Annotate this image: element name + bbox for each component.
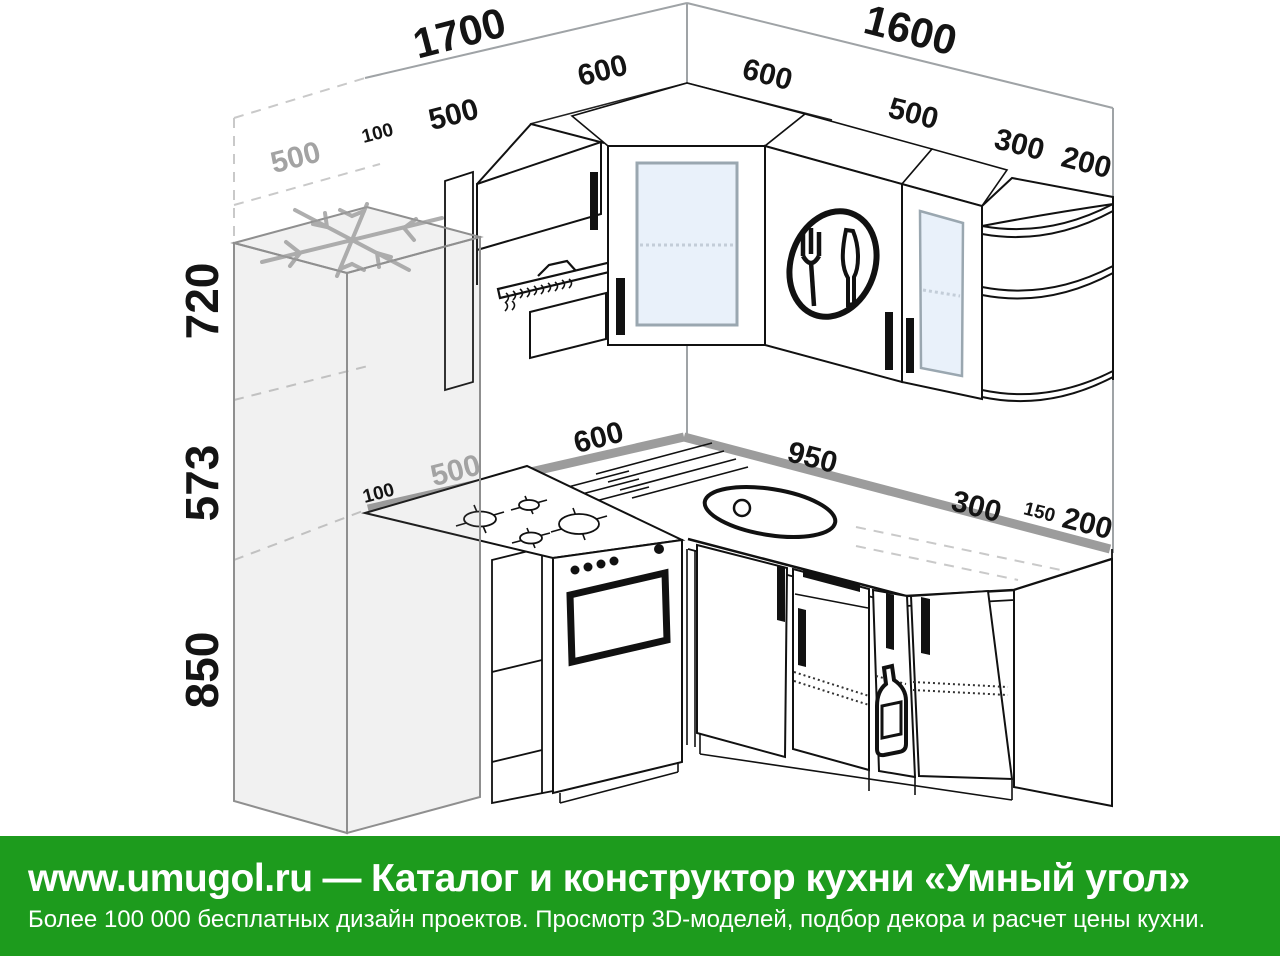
backsplash-strip-right (682, 432, 1112, 554)
open-shelf-unit (491, 543, 554, 805)
dim-up-600-right: 600 (739, 53, 796, 97)
door-handle (906, 318, 914, 373)
sink-drain (732, 498, 752, 518)
fridge (230, 202, 484, 835)
corner-base-cabinet (909, 589, 1014, 781)
dim-up-200: 200 (1058, 141, 1115, 185)
glass-wall-cabinet (900, 148, 1009, 401)
banner-subtitle: Более 100 000 бесплатных дизайн проектов… (28, 906, 1206, 934)
sink (702, 485, 838, 539)
dim-up-500-right: 500 (885, 92, 942, 136)
base-cabinets (686, 543, 1113, 808)
end-side-panel (1013, 557, 1113, 808)
dishes-wall-cabinet (763, 113, 934, 384)
dim-850: 850 (176, 632, 228, 709)
glass-door (635, 161, 739, 327)
door-handle (885, 312, 893, 370)
dim-up-100: 100 (360, 120, 396, 148)
bottle-cabinet (871, 588, 917, 779)
sink-base-cabinet (696, 543, 789, 759)
banner-title: Каталог и конструктор кухни «Умный угол» (371, 857, 1190, 901)
filler-panel-upper (444, 170, 474, 392)
hood-cabinet (476, 123, 653, 360)
door-handle (777, 565, 785, 622)
dishwasher-cabinet (792, 567, 870, 772)
site-url: www.umugol.ru (28, 857, 313, 901)
diagram-svg: 1700 1600 600 500 100 500 600 500 300 20… (176, 0, 1116, 835)
door-handle (616, 278, 625, 335)
dim-up-300: 300 (991, 123, 1048, 167)
dim-fridge-500-top: 500 (267, 136, 324, 180)
dim-up-600-left: 600 (574, 49, 631, 93)
stove-knobs (570, 544, 664, 575)
upper-cabinets (444, 82, 1114, 402)
oven-door (566, 568, 671, 667)
corner-wall-cabinet (570, 82, 807, 346)
bottle-icon (875, 663, 908, 758)
banner-title-line: www.umugol.ru—Каталог и конструктор кухн… (28, 857, 1252, 901)
cutlery-plate-icon (786, 208, 880, 320)
door-handle (886, 593, 894, 650)
plinth (699, 734, 1013, 801)
snowflake-icon (260, 202, 444, 278)
dim-720: 720 (176, 263, 228, 340)
footer-banner: www.umugol.ru—Каталог и конструктор кухн… (0, 836, 1280, 956)
dim-total-left: 1700 (408, 0, 510, 67)
dash-separator: — (322, 857, 362, 901)
door-handle (798, 608, 806, 667)
corner-open-shelf (981, 176, 1114, 402)
kitchen-drawing: 1700 1600 600 500 100 500 600 500 300 20… (176, 0, 1116, 835)
dim-total-right: 1600 (860, 0, 962, 64)
door-handle (921, 597, 930, 655)
door-handle (590, 172, 598, 230)
dim-573: 573 (176, 445, 228, 522)
dim-up-500: 500 (425, 93, 482, 137)
stove (361, 464, 686, 804)
